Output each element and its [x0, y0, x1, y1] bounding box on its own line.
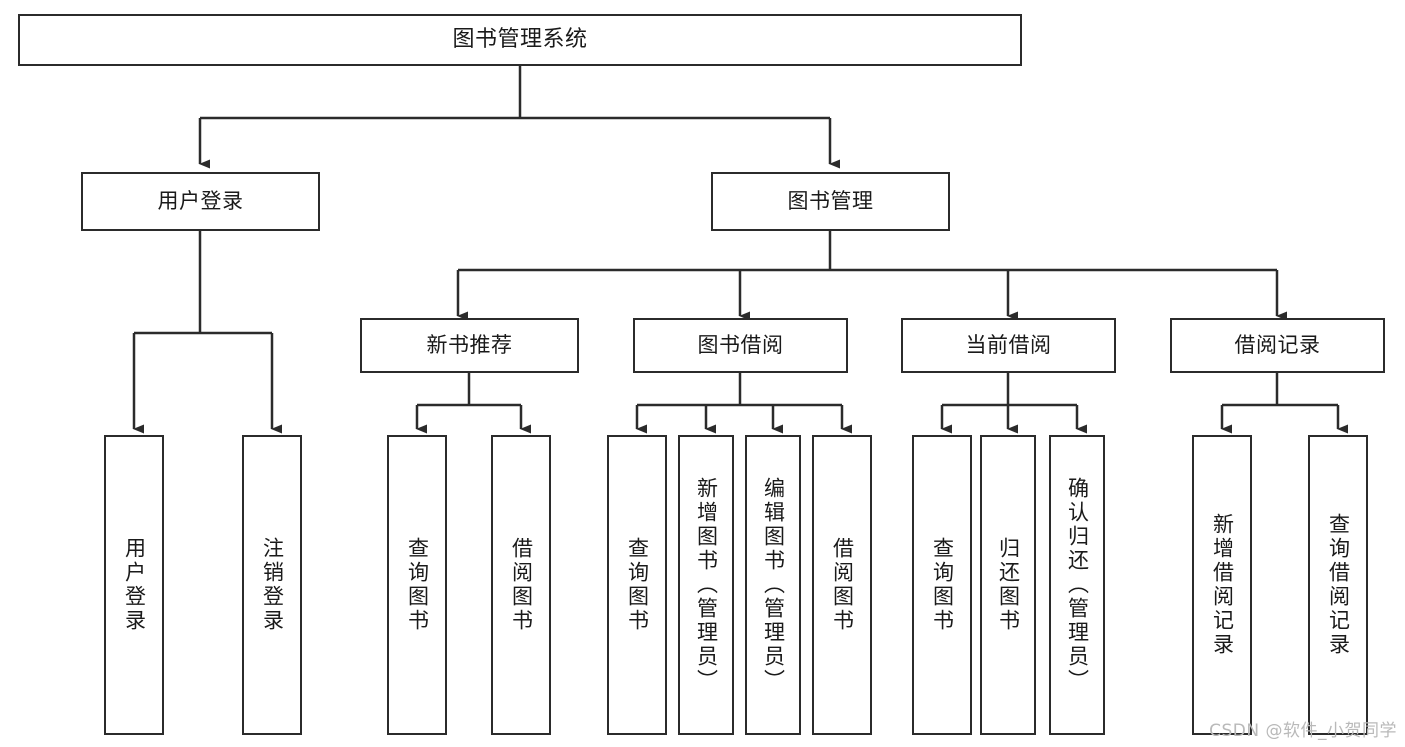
leaf-borrow-record-query[interactable]: 查询借阅记录	[1308, 435, 1368, 735]
watermark-text: CSDN @软件_小贺同学	[1209, 721, 1397, 741]
node-book-borrow[interactable]: 图书借阅	[633, 318, 848, 373]
node-user-login[interactable]: 用户登录	[81, 172, 320, 231]
node-label: 借阅图书	[509, 537, 534, 633]
node-label: 当前借阅	[965, 333, 1052, 358]
node-label: 借阅记录	[1234, 333, 1321, 358]
node-label: 查询图书	[625, 537, 650, 633]
leaf-user-login-login[interactable]: 用户登录	[104, 435, 164, 735]
node-book-management[interactable]: 图书管理	[711, 172, 950, 231]
node-label: 新增图书（管理员）	[694, 477, 719, 693]
node-label: 新增借阅记录	[1210, 513, 1235, 657]
node-label: 借阅图书	[830, 537, 855, 633]
leaf-new-book-query[interactable]: 查询图书	[387, 435, 447, 735]
node-label: 查询图书	[405, 537, 430, 633]
leaf-user-login-logout[interactable]: 注销登录	[242, 435, 302, 735]
node-label: 注销登录	[260, 537, 285, 633]
leaf-borrow-record-add[interactable]: 新增借阅记录	[1192, 435, 1252, 735]
node-label: 新书推荐	[426, 333, 513, 358]
leaf-current-borrow-confirm-return[interactable]: 确认归还（管理员）	[1049, 435, 1105, 735]
node-label: 归还图书	[996, 537, 1021, 633]
leaf-current-borrow-return[interactable]: 归还图书	[980, 435, 1036, 735]
leaf-current-borrow-query[interactable]: 查询图书	[912, 435, 972, 735]
node-label: 图书借阅	[697, 333, 784, 358]
node-label: 查询借阅记录	[1326, 513, 1351, 657]
leaf-book-borrow-query[interactable]: 查询图书	[607, 435, 667, 735]
node-label: 图书管理系统	[452, 27, 588, 53]
node-label: 查询图书	[930, 537, 955, 633]
node-label: 用户登录	[122, 537, 147, 633]
node-current-borrow[interactable]: 当前借阅	[901, 318, 1116, 373]
node-label: 用户登录	[157, 189, 244, 214]
node-label: 图书管理	[787, 189, 874, 214]
node-root-system[interactable]: 图书管理系统	[18, 14, 1022, 66]
node-new-book-recommend[interactable]: 新书推荐	[360, 318, 579, 373]
leaf-book-borrow-edit[interactable]: 编辑图书（管理员）	[745, 435, 801, 735]
leaf-book-borrow-borrow[interactable]: 借阅图书	[812, 435, 872, 735]
leaf-book-borrow-add[interactable]: 新增图书（管理员）	[678, 435, 734, 735]
node-label: 编辑图书（管理员）	[761, 477, 786, 693]
leaf-new-book-borrow[interactable]: 借阅图书	[491, 435, 551, 735]
node-label: 确认归还（管理员）	[1065, 477, 1090, 693]
node-borrow-record[interactable]: 借阅记录	[1170, 318, 1385, 373]
